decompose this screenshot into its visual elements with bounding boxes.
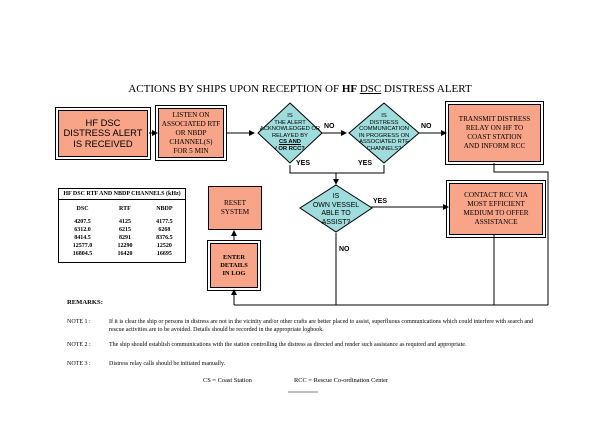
label-yes-vessel: YES (373, 198, 388, 205)
received-line: DISTRESS ALERT (63, 127, 143, 139)
listen-line: FOR 5 MIN (173, 146, 209, 155)
table-cell: 4207.5 (74, 219, 91, 225)
progress-line: DISTRESS (369, 119, 399, 126)
reset-line: RESET (224, 199, 246, 207)
table-cell: 6312.0 (74, 227, 91, 233)
box-alert-received: HF DSC DISTRESS ALERT IS RECEIVED (55, 107, 151, 160)
note-3: NOTE 3 : Distress relay calls should be … (67, 360, 557, 369)
channel-table: HF DSC RTF AND NBDP CHANNELS (kHz) DSC R… (58, 188, 186, 263)
ack-line: ACKNOWLEDGED OR (259, 126, 321, 133)
note-text: The ship should establish communications… (109, 342, 467, 348)
enter-line: DETAILS (220, 261, 248, 269)
diamond-in-progress (348, 102, 420, 164)
received-line: HF DSC (85, 116, 121, 128)
label-no-vessel: NO (339, 246, 350, 253)
progress-line: COMMUNICATION (359, 126, 409, 133)
table-cell: 4177.5 (156, 219, 173, 225)
note-key: NOTE 1 : (67, 319, 91, 325)
note-1: NOTE 1 : If it is clear the ship or pers… (67, 318, 557, 336)
title-text: ACTIONS BY SHIPS UPON RECEPTION OF (128, 83, 342, 95)
title-hf: HF (341, 83, 358, 95)
received-line: IS RECEIVED (73, 137, 133, 149)
transmit-line: AND INFORM RCC (463, 142, 526, 150)
table-cell: 8291 (118, 235, 131, 241)
listen-line: CHANNEL(S) (169, 137, 213, 146)
diamond-in-progress-text: IS DISTRESS COMMUNICATION IN PROGRESS ON… (349, 113, 419, 153)
note-key: NOTE 3 : (67, 361, 91, 367)
box-reset-system: RESET SYSTEM (208, 186, 262, 230)
table-cell: 16420 (117, 251, 133, 257)
table-cell: 6215 (118, 227, 131, 233)
label-yes-progress: YES (358, 160, 373, 167)
note-key: NOTE 2 : (67, 342, 91, 348)
column-header-nbdp: NBDP (156, 206, 173, 212)
legend-cs: CS = Coast Station (203, 377, 252, 384)
box-contact-rcc: CONTACT RCC VIA MOST EFFICIENT MEDIUM TO… (446, 180, 546, 238)
column-header-rtf: RTF (119, 206, 131, 212)
table-cell: 6268 (158, 227, 171, 233)
channel-table-caption: HF DSC RTF AND NBDP CHANNELS (kHz) (58, 188, 186, 200)
table-cell: 12577.0 (72, 243, 93, 249)
ack-line: IS (287, 113, 293, 119)
contact-line: MOST EFFICIENT (467, 200, 525, 208)
yes-join-line (289, 165, 385, 174)
rtf-frequencies: 4125 6215 8291 12290 16420 (106, 218, 144, 258)
contact-line: MEDIUM TO OFFER (463, 209, 529, 217)
transmit-line: RELAY ON HF TO (465, 124, 524, 132)
note-text: If it is clear the ship or persons in di… (109, 319, 534, 333)
table-cell: 4125 (118, 219, 131, 225)
table-cell: 8376.5 (156, 235, 173, 241)
progress-line: CHANNELS? (366, 145, 402, 152)
table-cell: 12520 (156, 243, 172, 249)
label-no-ack: NO (324, 123, 335, 130)
column-header-dsc: DSC (76, 206, 89, 212)
enter-line: ENTER (222, 253, 246, 261)
ack-line: THE ALERT (274, 119, 306, 126)
label-yes-ack: YES (296, 160, 311, 167)
remarks-heading: REMARKS: (67, 299, 103, 306)
diagram-title: ACTIONS BY SHIPS UPON RECEPTION OF HF DS… (0, 83, 600, 95)
ack-line: / OR RCC? (275, 145, 305, 152)
reset-line: SYSTEM (220, 208, 250, 216)
table-cell: 16804.5 (72, 251, 93, 257)
contact-line: ASSISTANCE (474, 218, 518, 226)
box-enter-log: ENTER DETAILS IN LOG (207, 240, 261, 291)
diamond-own-vessel (299, 184, 373, 233)
table-cell: 16695 (156, 251, 172, 257)
vessel-line: OWN VESSEL (312, 201, 360, 209)
box-transmit-relay: TRANSMIT DISTRESS RELAY ON HF TO COAST S… (445, 101, 544, 165)
vessel-line: ABLE TO (321, 210, 351, 217)
table-cell: 12290 (117, 243, 133, 249)
ack-line: RELAYED BY (272, 132, 308, 139)
transmit-line: TRANSMIT DISTRESS (458, 115, 531, 123)
transmit-line: COAST STATION (467, 133, 522, 141)
title-text-end: DISTRESS ALERT (381, 83, 472, 95)
vessel-line: ASSIST? (321, 218, 351, 226)
vessel-line: IS (332, 193, 340, 200)
box-listen: LISTEN ON ASSOCIATED RTF OR NBDP CHANNEL… (155, 105, 227, 161)
diamond-own-vessel-text: IS OWN VESSEL ABLE TO ASSIST? (306, 193, 366, 227)
ack-line: CS AND (278, 139, 301, 146)
contact-line: CONTACT RCC VIA (464, 191, 528, 199)
progress-line: IS (381, 113, 387, 119)
dsc-frequencies: 4207.5 6312.0 8414.5 12577.0 16804.5 (59, 218, 107, 258)
progress-line: IN PROGRESS ON (358, 132, 410, 139)
transmit-return-path (493, 163, 549, 305)
listen-line: OR NBDP (175, 128, 207, 137)
note-2: NOTE 2 : The ship should establish commu… (67, 341, 557, 350)
progress-line: ASSOCIATED RTF (359, 139, 409, 146)
nbdp-frequencies: 4177.5 6268 8376.5 12520 16695 (144, 218, 186, 258)
diamond-acknowledged (257, 102, 323, 164)
diamond-acknowledged-text: IS THE ALERT ACKNOWLEDGED OR RELAYED BY … (255, 113, 325, 153)
table-cell: 8414.5 (74, 235, 91, 241)
listen-line: ASSOCIATED RTF (161, 119, 221, 128)
enter-line: IN LOG (222, 269, 246, 277)
note-text: Distress relay calls should be initiated… (109, 361, 226, 367)
listen-line: LISTEN ON (172, 110, 210, 119)
legend-rcc: RCC = Rescue Co-ordination Center (294, 377, 389, 384)
label-no-progress: NO (421, 123, 432, 130)
title-dsc: DSC (359, 83, 382, 95)
